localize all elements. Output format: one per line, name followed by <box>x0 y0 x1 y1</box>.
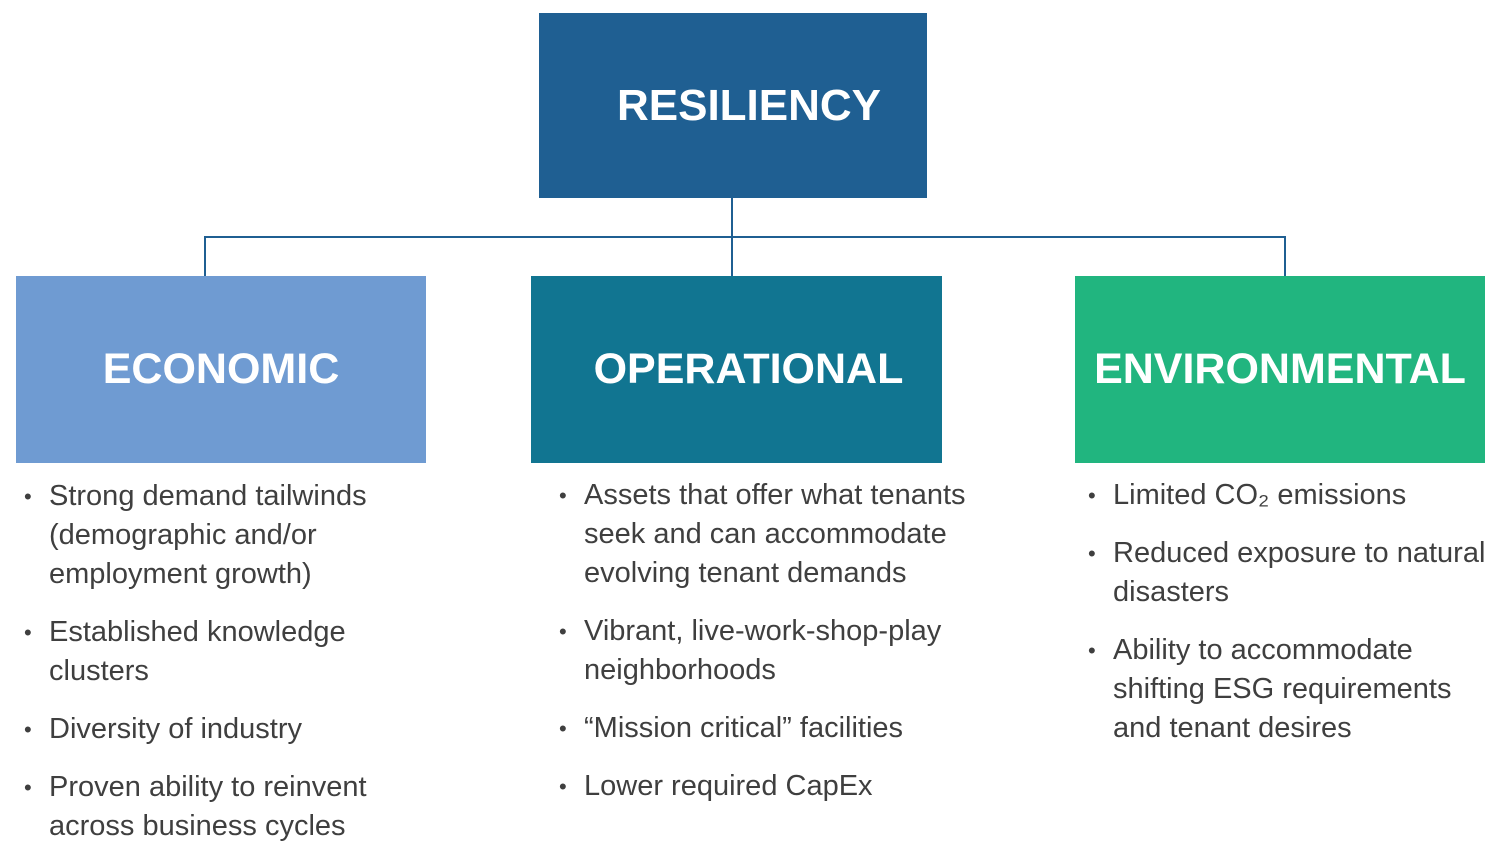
environmental-box: ENVIRONMENTAL <box>1075 276 1485 463</box>
operational-bullet-list: Assets that offer what tenants seek and … <box>551 476 991 825</box>
operational-bullet: Vibrant, live-work-shop-play neighborhoo… <box>551 612 991 690</box>
economic-label: ECONOMIC <box>102 345 340 393</box>
resiliency-box: RESILIENCY <box>539 13 927 198</box>
environmental-bullet: Reduced exposure to natural disasters <box>1080 534 1498 612</box>
operational-bullet: Assets that offer what tenants seek and … <box>551 476 991 593</box>
economic-bullet: Strong demand tailwinds (demographic and… <box>16 477 436 594</box>
economic-bullet: Established knowledge clusters <box>16 613 436 691</box>
operational-box: OPERATIONAL <box>531 276 942 463</box>
resiliency-label: RESILIENCY <box>616 80 882 130</box>
operational-bullet: “Mission critical” facilities <box>551 709 991 748</box>
environmental-label: ENVIRONMENTAL <box>1094 345 1466 393</box>
economic-bullet-list: Strong demand tailwinds (demographic and… <box>16 477 436 865</box>
economic-box: ECONOMIC <box>16 276 426 463</box>
environmental-bullet: Ability to accommodate shifting ESG requ… <box>1080 631 1498 748</box>
environmental-bullet: Limited CO₂ emissions <box>1080 476 1498 515</box>
economic-bullet: Diversity of industry <box>16 710 436 749</box>
environmental-bullet-list: Limited CO₂ emissions Reduced exposure t… <box>1080 476 1498 767</box>
economic-bullet: Proven ability to reinvent across busine… <box>16 768 436 846</box>
operational-bullet: Lower required CapEx <box>551 767 991 806</box>
operational-label: OPERATIONAL <box>593 345 904 393</box>
